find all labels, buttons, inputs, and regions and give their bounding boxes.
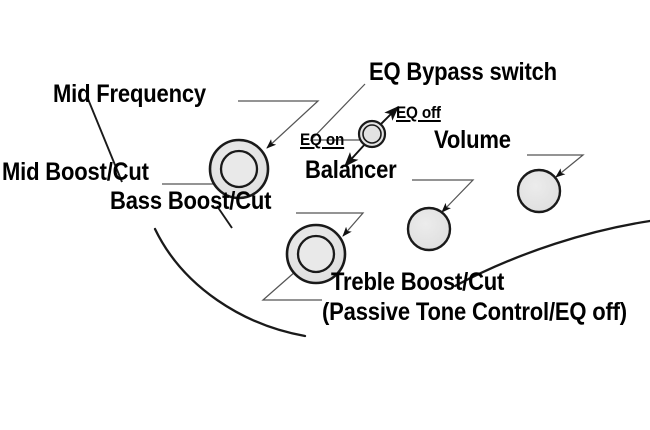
leader-volume — [527, 154, 585, 178]
leader-bass-boost-cut — [296, 212, 365, 237]
label-passive-tone-control: (Passive Tone Control/EQ off) — [322, 298, 627, 326]
body-outline-lower-right — [453, 219, 650, 288]
volume-knob[interactable] — [516, 168, 562, 214]
tie-line-bass-label — [216, 205, 233, 229]
label-eq-on: EQ on — [300, 130, 345, 149]
label-mid-boost-cut: Mid Boost/Cut — [2, 158, 149, 186]
label-volume: Volume — [434, 126, 511, 154]
label-mid-frequency: Mid Frequency — [53, 80, 206, 108]
body-outline-lower-left — [153, 227, 307, 338]
leader-eq-bypass-switch — [309, 83, 366, 141]
arrow-balancer — [343, 142, 367, 168]
balancer-knob[interactable] — [406, 206, 452, 252]
tie-line-mid-labels — [87, 98, 123, 183]
label-balancer: Balancer — [305, 156, 397, 184]
bass-treble-knob[interactable] — [285, 223, 347, 285]
leader-mid-frequency — [238, 100, 320, 149]
label-bass-boost-cut: Bass Boost/Cut — [110, 187, 272, 215]
leader-balancer — [412, 179, 475, 213]
eq-bypass-switch[interactable] — [357, 119, 387, 149]
leader-treble-boost-cut — [261, 263, 322, 301]
label-eq-off: EQ off — [396, 103, 441, 122]
mid-knob[interactable] — [208, 138, 270, 200]
label-treble-boost-cut: Treble Boost/Cut — [331, 268, 505, 296]
body-outline-group — [153, 219, 650, 338]
label-eq-bypass-switch: EQ Bypass switch — [369, 58, 557, 86]
